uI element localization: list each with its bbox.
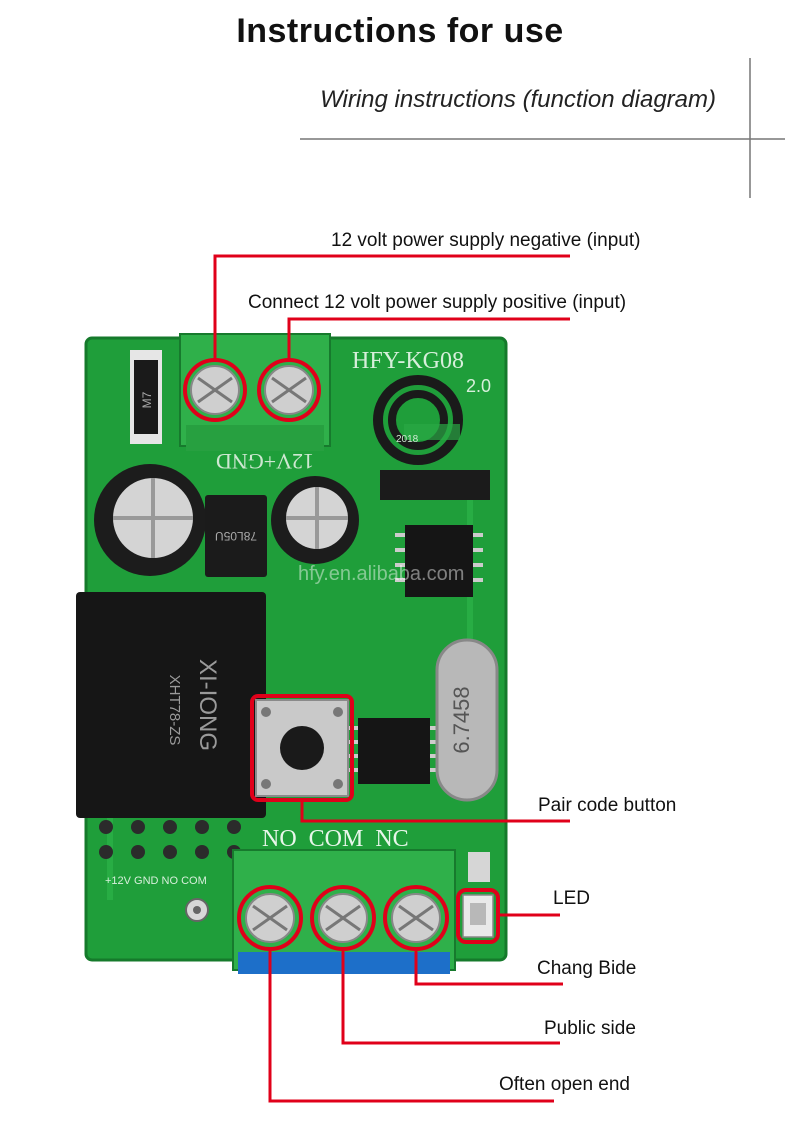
leader-no — [268, 949, 554, 1103]
pair-code-button — [255, 699, 349, 797]
svg-text:M7: M7 — [140, 391, 154, 408]
antenna-coil: 2018 — [373, 375, 463, 465]
relay: XI-IONG XHT78-ZS +12V GND NO COM — [76, 592, 266, 887]
svg-text:2018: 2018 — [396, 434, 419, 445]
page-subtitle: Wiring instructions (function diagram) — [320, 86, 716, 113]
ic-decoder — [395, 525, 483, 597]
leader-com — [341, 949, 560, 1045]
label-nc: Chang Bide — [537, 958, 637, 979]
pin-header — [99, 820, 241, 859]
voltage-regulator: 78L05U — [205, 495, 267, 577]
top-terminal-marking: 12V+GND — [216, 449, 314, 474]
callout-leaders — [213, 254, 570, 1103]
capacitor-large — [94, 464, 206, 576]
label-pair-button: Pair code button — [538, 795, 677, 816]
board-model: HFY-KG08 — [352, 348, 464, 374]
svg-text:XI-IONG: XI-IONG — [194, 659, 221, 751]
status-led — [462, 852, 494, 938]
label-neg-input: 12 volt power supply negative (input) — [331, 230, 641, 251]
crystal-oscillator: 6.7458 — [435, 638, 499, 802]
watermark: hfy.en.alibaba.com — [298, 563, 464, 585]
bottom-terminal-marking: NO COM NC — [262, 826, 409, 852]
diode: M7 — [130, 350, 162, 444]
label-led: LED — [553, 888, 590, 909]
capacitor-small — [271, 476, 359, 564]
power-terminal-block — [179, 333, 331, 451]
leader-neg — [213, 254, 570, 360]
svg-text:XHT78-ZS: XHT78-ZS — [166, 675, 183, 746]
label-no: Often open end — [499, 1074, 630, 1095]
leader-pos — [287, 317, 570, 360]
label-com: Public side — [544, 1018, 636, 1039]
svg-text:+12V GND NO COM: +12V GND NO COM — [105, 875, 207, 887]
board-version: 2.0 — [466, 376, 491, 396]
leader-button — [300, 800, 570, 823]
page-title: Instructions for use — [236, 12, 564, 50]
ic-receiver — [348, 718, 440, 784]
label-pos-input: Connect 12 volt power supply positive (i… — [248, 292, 627, 313]
leader-nc — [414, 949, 563, 986]
svg-text:78L05U: 78L05U — [215, 529, 257, 543]
transistors-top — [380, 470, 490, 500]
svg-text:6.7458: 6.7458 — [449, 686, 474, 753]
